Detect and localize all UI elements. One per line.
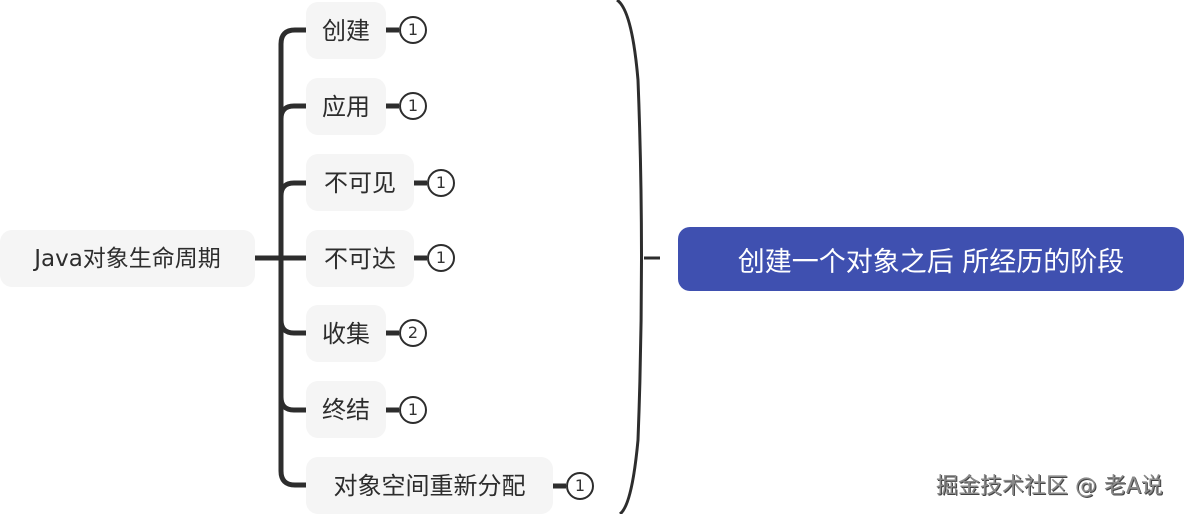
summary-node[interactable]: 创建一个对象之后 所经历的阶段 [678,227,1184,291]
count-badge[interactable]: 2 [399,319,427,347]
child-node-create[interactable]: 创建 [306,2,386,59]
root-node[interactable]: Java对象生命周期 [0,230,255,287]
child-label: 不可达 [324,244,396,273]
count-badge[interactable]: 1 [399,92,427,120]
count-badge[interactable]: 1 [399,16,427,44]
root-label: Java对象生命周期 [34,245,221,272]
child-label: 创建 [322,16,370,45]
child-label: 不可见 [324,168,396,197]
child-node-reallocate[interactable]: 对象空间重新分配 [306,457,553,514]
child-node-invisible[interactable]: 不可见 [306,154,414,211]
child-label: 对象空间重新分配 [333,471,526,500]
child-label: 收集 [322,319,370,348]
child-label: 终结 [322,395,370,424]
count-badge[interactable]: 1 [427,169,455,197]
count-badge[interactable]: 1 [566,472,594,500]
count-badge[interactable]: 1 [427,244,455,272]
child-node-apply[interactable]: 应用 [306,78,386,135]
watermark: 掘金技术社区 @ 老A说 [936,474,1164,499]
child-node-finalize[interactable]: 终结 [306,381,386,438]
count-badge[interactable]: 1 [399,396,427,424]
child-node-unreachable[interactable]: 不可达 [306,230,414,287]
summary-label: 创建一个对象之后 所经历的阶段 [737,246,1125,278]
child-node-collect[interactable]: 收集 [306,305,386,362]
child-label: 应用 [322,92,370,121]
